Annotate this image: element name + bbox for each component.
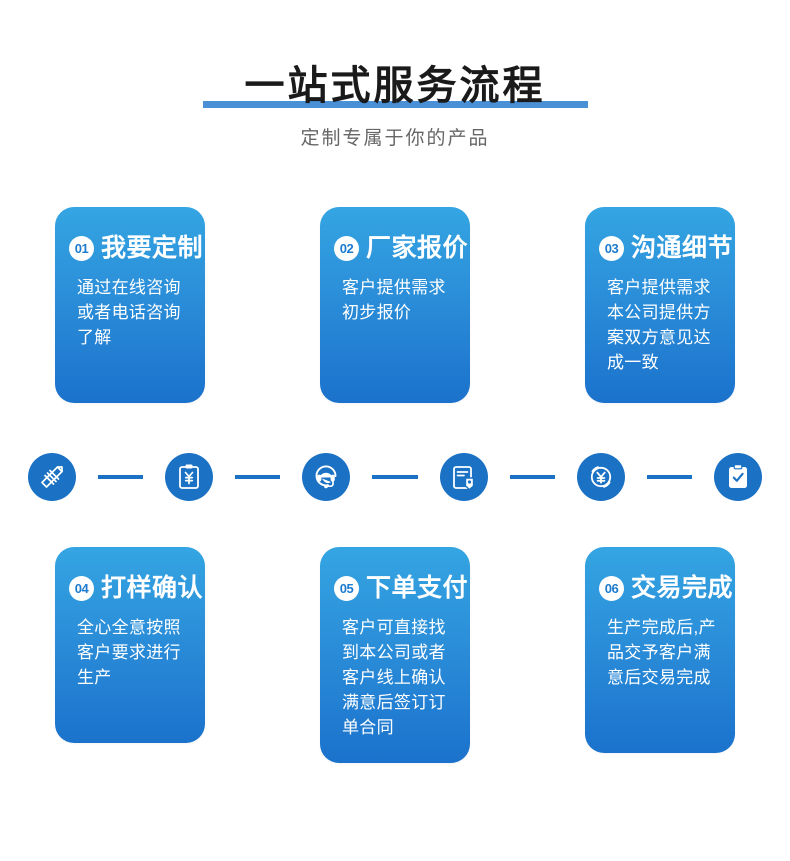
step-number-badge: 02 <box>334 235 359 261</box>
step-number-badge: 01 <box>69 235 94 261</box>
page-header: 一站式服务流程 定制专属于你的产品 <box>0 60 790 152</box>
step-card-02-head: 02 厂家报价 <box>334 233 468 263</box>
connector-line-2 <box>235 475 281 479</box>
connector-line-5 <box>646 475 693 479</box>
title-wrap: 一站式服务流程 <box>202 60 588 112</box>
step-title: 打样确认 <box>101 574 204 602</box>
step-card-03[interactable]: 03 沟通细节 客户提供需求本公司提供方案双方意见达成一致 <box>585 207 735 403</box>
headset-support-icon <box>302 453 351 501</box>
step-card-02[interactable]: 02 厂家报价 客户提供需求初步报价 <box>320 207 470 403</box>
step-number-badge: 06 <box>599 575 624 601</box>
step-card-06-head: 06 交易完成 <box>599 573 733 603</box>
page-title: 一站式服务流程 <box>244 64 546 108</box>
step-body: 客户可直接找到本公司或者客户线上确认满意后签订订单合同 <box>342 618 446 737</box>
page-subtitle: 定制专属于你的产品 <box>300 128 490 149</box>
step-title: 沟通细节 <box>631 234 734 262</box>
step-card-03-head: 03 沟通细节 <box>599 233 733 263</box>
step-card-04-head: 04 打样确认 <box>69 573 203 603</box>
design-pen-ruler-icon <box>28 453 76 501</box>
document-tag-sample-icon <box>439 453 488 501</box>
connector-line-3 <box>372 475 418 479</box>
process-icon-strip <box>28 452 763 502</box>
step-number-badge: 05 <box>334 575 359 601</box>
step-body: 客户提供需求初步报价 <box>342 278 446 322</box>
step-body: 通过在线咨询或者电话咨询了解 <box>77 278 181 347</box>
step-title: 我要定制 <box>101 234 204 262</box>
step-card-row-bottom: 04 打样确认 全心全意按照客户要求进行生产 05 下单支付 客户可直接找到本公… <box>0 547 790 763</box>
step-card-05-head: 05 下单支付 <box>334 573 468 603</box>
step-card-01[interactable]: 01 我要定制 通过在线咨询或者电话咨询了解 <box>55 207 205 403</box>
clipboard-check-done-icon <box>714 453 763 501</box>
clipboard-yuan-quote-icon <box>165 453 214 501</box>
step-title: 交易完成 <box>631 574 734 602</box>
step-title: 下单支付 <box>366 574 469 602</box>
step-body: 生产完成后,产品交予客户满意后交易完成 <box>607 618 716 687</box>
step-card-01-head: 01 我要定制 <box>69 233 203 263</box>
step-card-06[interactable]: 06 交易完成 生产完成后,产品交予客户满意后交易完成 <box>585 547 735 753</box>
yuan-payment-circle-icon <box>576 453 625 501</box>
step-card-04[interactable]: 04 打样确认 全心全意按照客户要求进行生产 <box>55 547 205 743</box>
title-underline-bar <box>202 101 588 108</box>
step-number-badge: 04 <box>69 575 94 601</box>
step-title: 厂家报价 <box>366 234 469 262</box>
step-card-row-top: 01 我要定制 通过在线咨询或者电话咨询了解 02 厂家报价 客户提供需求初步报… <box>0 207 790 403</box>
step-card-05[interactable]: 05 下单支付 客户可直接找到本公司或者客户线上确认满意后签订订单合同 <box>320 547 470 763</box>
connector-line-1 <box>98 475 144 479</box>
step-body: 客户提供需求本公司提供方案双方意见达成一致 <box>607 278 711 372</box>
step-number-badge: 03 <box>599 235 624 261</box>
connector-line-4 <box>509 475 555 479</box>
step-body: 全心全意按照客户要求进行生产 <box>77 618 181 687</box>
